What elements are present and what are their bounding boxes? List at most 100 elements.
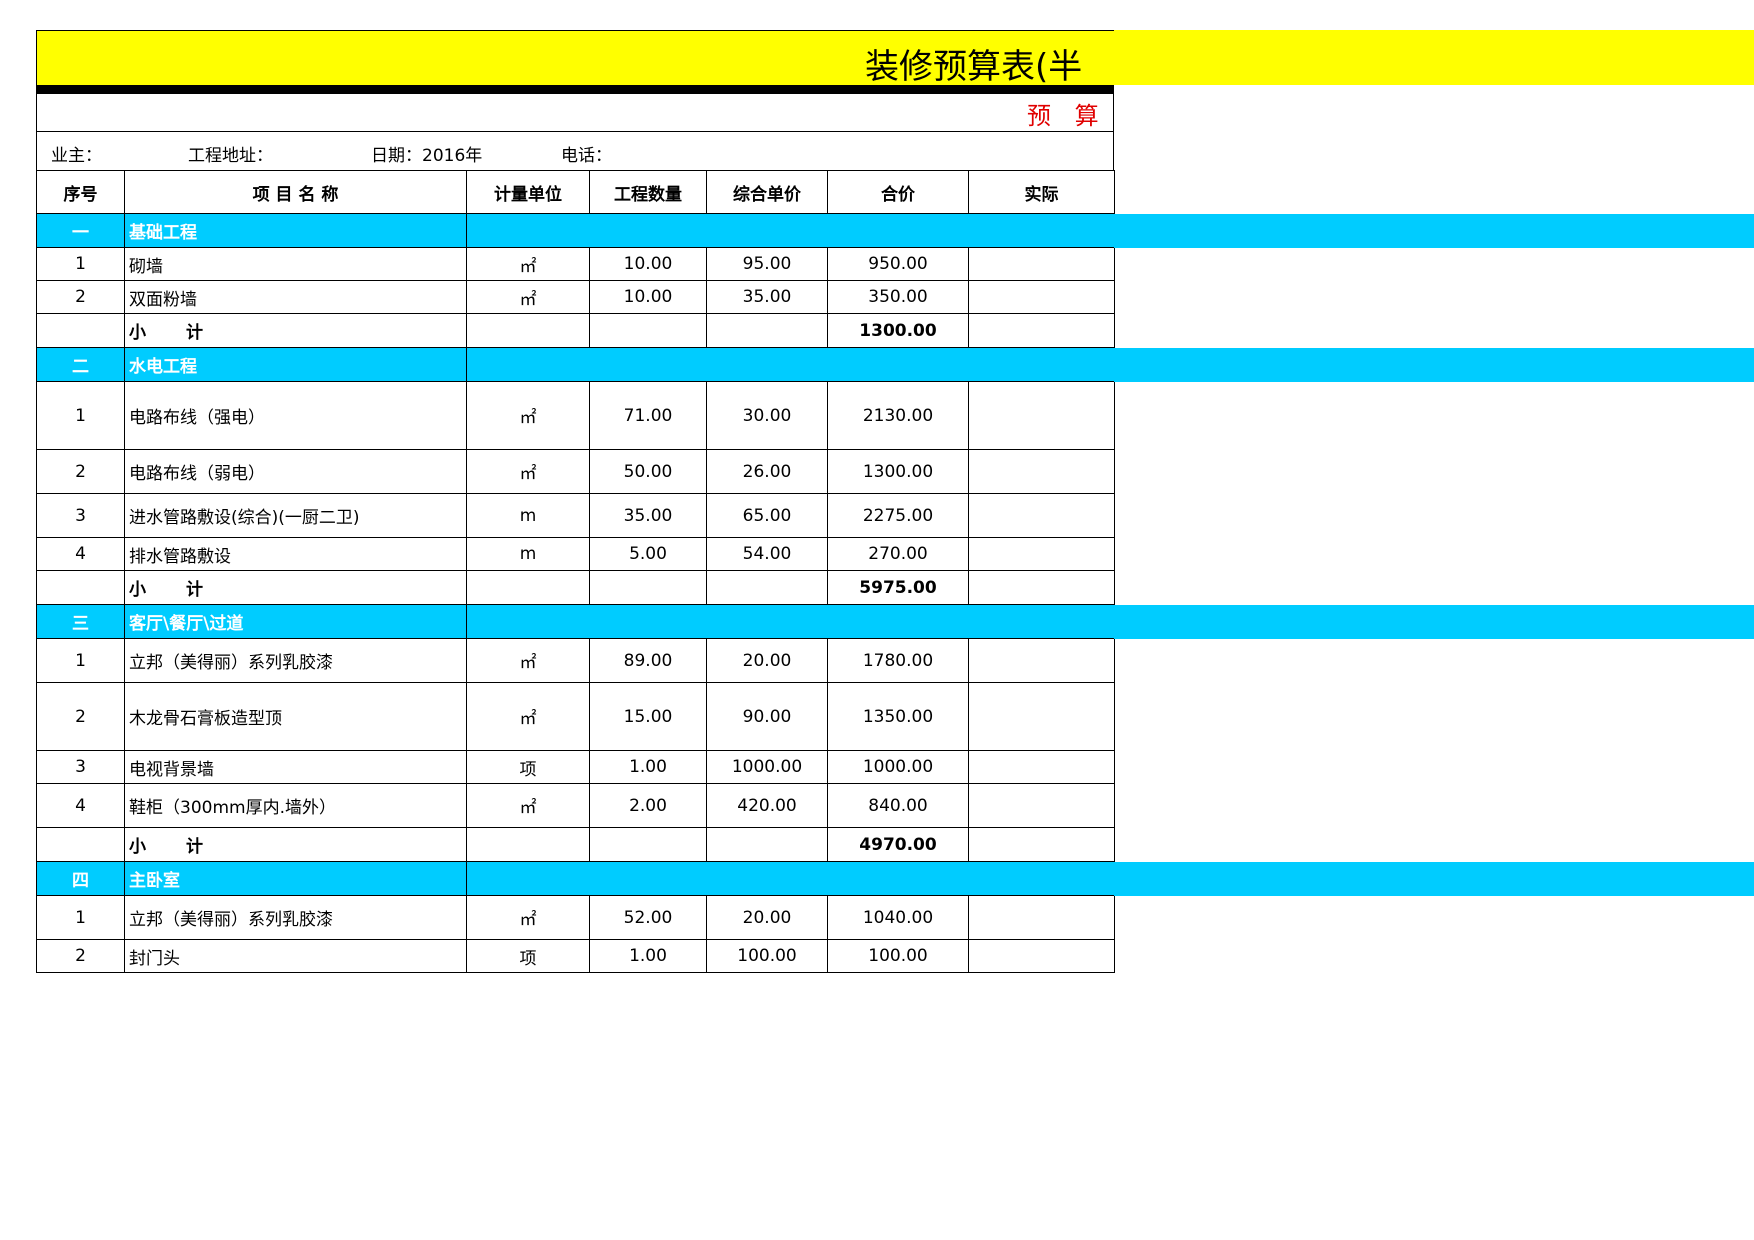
subtotal-label[interactable]: 小计 [124,313,467,348]
item-quantity[interactable]: 52.00 [589,895,707,940]
item-total[interactable]: 2275.00 [827,493,969,538]
col-header-name[interactable]: 项 目 名 称 [124,170,467,214]
section-name[interactable]: 水电工程 [124,347,467,382]
item-number[interactable]: 1 [36,247,125,281]
subtotal-price-cell[interactable] [706,827,828,862]
title-cell[interactable]: 装修预算表(半 [36,30,1114,85]
subtotal-label[interactable]: 小计 [124,570,467,605]
item-quantity[interactable]: 15.00 [589,682,707,751]
item-quantity[interactable]: 2.00 [589,783,707,828]
col-header-unit[interactable]: 计量单位 [466,170,590,214]
item-actual[interactable] [968,895,1115,940]
subtotal-qty-cell[interactable] [589,570,707,605]
item-quantity[interactable]: 35.00 [589,493,707,538]
subtotal-actual-cell[interactable] [968,570,1115,605]
section-fill[interactable] [466,213,1115,248]
item-total[interactable]: 100.00 [827,939,969,973]
item-name[interactable]: 排水管路敷设 [124,537,467,571]
col-header-price[interactable]: 综合单价 [706,170,828,214]
item-number[interactable]: 1 [36,895,125,940]
item-total[interactable]: 1000.00 [827,750,969,784]
item-total[interactable]: 950.00 [827,247,969,281]
section-name[interactable]: 客厅\餐厅\过道 [124,604,467,639]
subtotal-number-cell[interactable] [36,570,125,605]
subtotal-value[interactable]: 5975.00 [827,570,969,605]
section-name[interactable]: 主卧室 [124,861,467,896]
item-unit-price[interactable]: 90.00 [706,682,828,751]
item-number[interactable]: 1 [36,381,125,450]
item-number[interactable]: 4 [36,783,125,828]
item-unit-price[interactable]: 100.00 [706,939,828,973]
item-total[interactable]: 840.00 [827,783,969,828]
item-actual[interactable] [968,247,1115,281]
item-quantity[interactable]: 89.00 [589,638,707,683]
item-unit[interactable]: m [466,537,590,571]
item-total[interactable]: 270.00 [827,537,969,571]
section-fill[interactable] [466,861,1115,896]
item-unit-price[interactable]: 1000.00 [706,750,828,784]
item-actual[interactable] [968,449,1115,494]
subtotal-qty-cell[interactable] [589,827,707,862]
item-unit[interactable]: ㎡ [466,280,590,314]
section-number[interactable]: 一 [36,213,125,248]
item-unit[interactable]: m [466,493,590,538]
col-header-no[interactable]: 序号 [36,170,125,214]
col-header-total[interactable]: 合价 [827,170,969,214]
item-unit[interactable]: 项 [466,750,590,784]
item-quantity[interactable]: 10.00 [589,280,707,314]
item-quantity[interactable]: 10.00 [589,247,707,281]
subtotal-qty-cell[interactable] [589,313,707,348]
item-unit-price[interactable]: 26.00 [706,449,828,494]
subtotal-actual-cell[interactable] [968,827,1115,862]
subtotal-label[interactable]: 小计 [124,827,467,862]
item-unit[interactable]: ㎡ [466,638,590,683]
item-total[interactable]: 1300.00 [827,449,969,494]
item-unit-price[interactable]: 35.00 [706,280,828,314]
subtotal-number-cell[interactable] [36,313,125,348]
item-number[interactable]: 3 [36,750,125,784]
section-name[interactable]: 基础工程 [124,213,467,248]
item-actual[interactable] [968,493,1115,538]
subtotal-unit-cell[interactable] [466,313,590,348]
item-number[interactable]: 2 [36,939,125,973]
subtotal-price-cell[interactable] [706,570,828,605]
item-actual[interactable] [968,381,1115,450]
item-number[interactable]: 2 [36,280,125,314]
item-number[interactable]: 3 [36,493,125,538]
col-header-actual[interactable]: 实际 [968,170,1115,214]
item-total[interactable]: 1040.00 [827,895,969,940]
subtitle-cell[interactable]: 预 算 [36,94,1114,132]
item-name[interactable]: 木龙骨石膏板造型顶 [124,682,467,751]
item-quantity[interactable]: 1.00 [589,750,707,784]
item-name[interactable]: 双面粉墙 [124,280,467,314]
item-unit-price[interactable]: 54.00 [706,537,828,571]
item-unit-price[interactable]: 20.00 [706,638,828,683]
item-total[interactable]: 1350.00 [827,682,969,751]
item-unit[interactable]: ㎡ [466,895,590,940]
subtotal-unit-cell[interactable] [466,827,590,862]
item-number[interactable]: 2 [36,449,125,494]
item-actual[interactable] [968,280,1115,314]
item-total[interactable]: 1780.00 [827,638,969,683]
subtotal-actual-cell[interactable] [968,313,1115,348]
item-unit[interactable]: ㎡ [466,381,590,450]
item-unit[interactable]: ㎡ [466,682,590,751]
subtotal-value[interactable]: 4970.00 [827,827,969,862]
section-number[interactable]: 三 [36,604,125,639]
item-name[interactable]: 电路布线（弱电） [124,449,467,494]
item-name[interactable]: 立邦（美得丽）系列乳胶漆 [124,638,467,683]
item-quantity[interactable]: 71.00 [589,381,707,450]
item-name[interactable]: 电路布线（强电） [124,381,467,450]
item-actual[interactable] [968,939,1115,973]
item-unit-price[interactable]: 20.00 [706,895,828,940]
subtotal-unit-cell[interactable] [466,570,590,605]
item-unit-price[interactable]: 420.00 [706,783,828,828]
item-unit[interactable]: 项 [466,939,590,973]
item-name[interactable]: 砌墙 [124,247,467,281]
item-name[interactable]: 进水管路敷设(综合)(一厨二卫) [124,493,467,538]
item-number[interactable]: 1 [36,638,125,683]
item-actual[interactable] [968,750,1115,784]
item-unit-price[interactable]: 95.00 [706,247,828,281]
item-unit-price[interactable]: 65.00 [706,493,828,538]
item-unit-price[interactable]: 30.00 [706,381,828,450]
